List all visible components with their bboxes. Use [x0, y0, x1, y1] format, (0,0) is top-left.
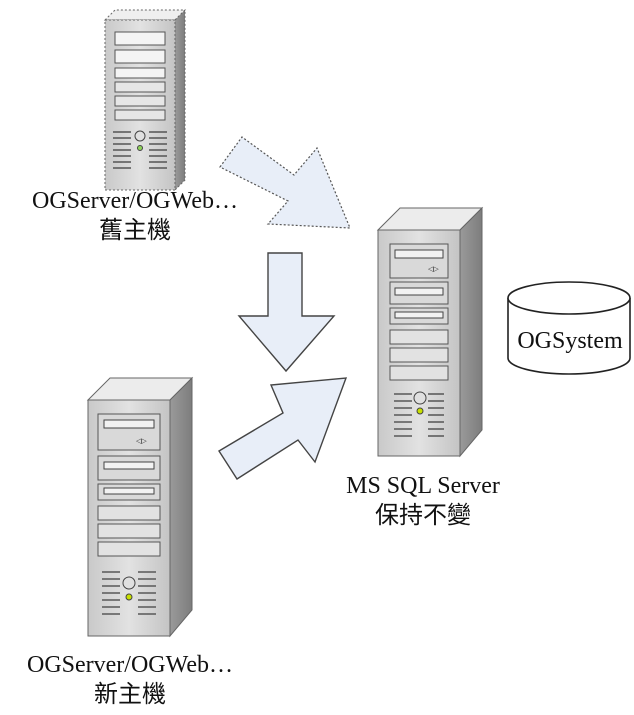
svg-text:◁▷: ◁▷: [136, 437, 147, 445]
old-server-label: OGServer/OGWeb… 舊主機: [2, 186, 268, 246]
new-server-name: OGServer/OGWeb…: [26, 652, 233, 678]
old-server-icon: [103, 8, 187, 192]
new-server-icon: ◁▷: [86, 376, 194, 638]
connect-arrow-new-to-sql: [218, 377, 348, 480]
old-server-name: OGServer/OGWeb…: [31, 188, 238, 214]
sql-server-icon: ◁▷: [376, 206, 484, 458]
migrate-arrow-old-to-new: [237, 252, 336, 373]
svg-text:◁▷: ◁▷: [428, 265, 439, 273]
old-server-caption: 舊主機: [99, 218, 171, 244]
new-server-label: OGServer/OGWeb… 新主機: [0, 650, 260, 710]
database-label: OGSystem: [517, 328, 623, 354]
sql-server-name: MS SQL Server: [346, 473, 500, 499]
new-server-caption: 新主機: [94, 682, 166, 708]
sql-server-label: MS SQL Server 保持不變: [318, 471, 528, 531]
database-cylinder-icon: [507, 281, 631, 375]
sql-server-caption: 保持不變: [375, 503, 471, 529]
migrate-arrow-old-to-sql: [219, 136, 351, 229]
